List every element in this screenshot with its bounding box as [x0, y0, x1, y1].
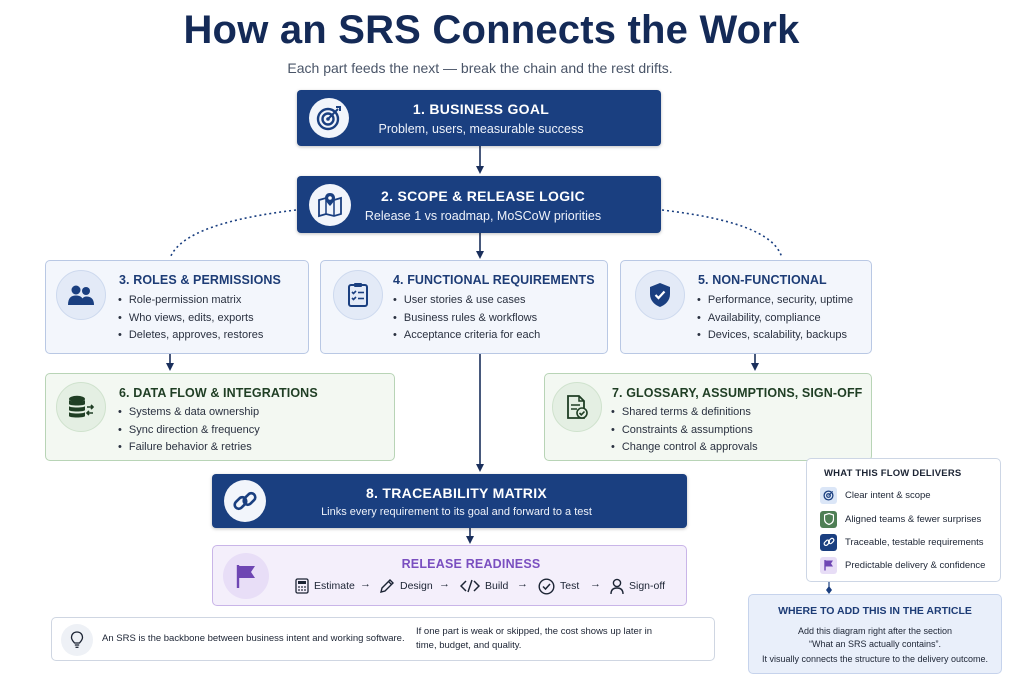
database-sync-icon	[56, 382, 106, 432]
delivers-item: Clear intent & scope	[820, 486, 931, 504]
list-item: Constraints & assumptions	[611, 422, 758, 440]
traceability-subtitle: Links every requirement to its goal and …	[321, 506, 592, 518]
where-to-add-panel: WHERE TO ADD THIS IN THE ARTICLE Add thi…	[748, 594, 1002, 674]
lightbulb-icon	[61, 624, 93, 656]
document-check-icon	[552, 382, 602, 432]
traceability-title: 8. TRACEABILITY MATRIX	[365, 485, 548, 501]
functional-list: User stories & use cases Business rules …	[393, 292, 540, 345]
step-arrow: →	[517, 578, 528, 590]
checklist-icon	[333, 270, 383, 320]
list-item: Deletes, approves, restores	[118, 327, 264, 345]
functional-card: 4. FUNCTIONAL REQUIREMENTS User stories …	[320, 260, 608, 354]
map-pin-icon	[309, 184, 351, 226]
scope-box: 2. SCOPE & RELEASE LOGIC Release 1 vs ro…	[297, 176, 661, 233]
list-item: Who views, edits, exports	[118, 310, 263, 328]
delivers-item: Traceable, testable requirements	[820, 533, 984, 551]
calculator-icon	[295, 578, 309, 594]
functional-title: 4. FUNCTIONAL REQUIREMENTS	[393, 273, 595, 287]
roles-list: Role-permission matrix Who views, edits,…	[118, 292, 264, 345]
glossary-card: 7. GLOSSARY, ASSUMPTIONS, SIGN-OFF Share…	[544, 373, 872, 461]
shield-icon	[820, 510, 837, 528]
link-icon	[224, 480, 266, 522]
step-label: Test	[560, 580, 580, 592]
page-title: How an SRS Connects the Work	[183, 8, 800, 52]
shield-icon	[635, 270, 685, 320]
delivers-label: Predictable delivery & confidence	[845, 559, 986, 571]
connector-diamond	[826, 586, 832, 594]
dotted-scope-to-roles	[169, 209, 297, 259]
step-arrow: →	[439, 578, 450, 590]
person-icon	[610, 578, 624, 594]
dotted-scope-to-nonfunctional	[661, 209, 783, 259]
delivers-panel: WHAT THIS FLOW DELIVERS Clear intent & s…	[806, 458, 1001, 582]
release-title: RELEASE READINESS	[401, 557, 541, 571]
step-arrow: →	[590, 578, 601, 590]
dataflow-title: 6. DATA FLOW & INTEGRATIONS	[119, 386, 318, 400]
nonfunctional-title: 5. NON-FUNCTIONAL	[698, 273, 827, 287]
delivers-title: WHAT THIS FLOW DELIVERS	[824, 468, 962, 479]
where-line-3: It visually connects the structure to th…	[761, 654, 989, 664]
backbone-note: An SRS is the backbone between business …	[51, 617, 715, 661]
note-left-text: An SRS is the backbone between business …	[102, 633, 405, 644]
flag-icon	[223, 553, 269, 599]
list-item: Acceptance criteria for each	[393, 327, 540, 345]
glossary-title: 7. GLOSSARY, ASSUMPTIONS, SIGN-OFF	[612, 386, 863, 400]
step-label: Estimate	[314, 580, 355, 592]
list-item: Shared terms & definitions	[611, 404, 758, 422]
list-item: Failure behavior & retries	[118, 439, 260, 457]
pencil-icon	[380, 579, 394, 593]
list-item: Performance, security, uptime	[697, 292, 853, 310]
roles-title: 3. ROLES & PERMISSIONS	[119, 273, 281, 287]
list-item: Devices, scalability, backups	[697, 327, 853, 345]
list-item: User stories & use cases	[393, 292, 540, 310]
scope-title: 2. SCOPE & RELEASE LOGIC	[380, 188, 585, 204]
check-circle-icon	[538, 577, 555, 595]
release-step-signoff: Sign-off	[610, 576, 665, 596]
delivers-item: Aligned teams & fewer surprises	[820, 510, 981, 528]
delivers-label: Traceable, testable requirements	[845, 536, 984, 548]
target-icon	[309, 98, 349, 138]
release-step-build: Build	[460, 576, 508, 596]
users-icon	[56, 270, 106, 320]
glossary-list: Shared terms & definitions Constraints &…	[611, 404, 758, 457]
where-title: WHERE TO ADD THIS IN THE ARTICLE	[778, 605, 972, 617]
dataflow-card: 6. DATA FLOW & INTEGRATIONS Systems & da…	[45, 373, 395, 461]
list-item: Sync direction & frequency	[118, 422, 260, 440]
nonfunctional-card: 5. NON-FUNCTIONAL Performance, security,…	[620, 260, 872, 354]
delivers-label: Aligned teams & fewer surprises	[845, 513, 982, 525]
business-goal-box: 1. BUSINESS GOAL Problem, users, measura…	[297, 90, 661, 146]
delivers-label: Clear intent & scope	[845, 489, 931, 501]
list-item: Systems & data ownership	[118, 404, 260, 422]
step-label: Sign-off	[629, 580, 665, 592]
nonfunctional-list: Performance, security, uptime Availabili…	[697, 292, 853, 345]
release-readiness-box: RELEASE READINESS Estimate → Design → Bu…	[212, 545, 687, 606]
target-icon	[820, 486, 837, 504]
list-item: Business rules & workflows	[393, 310, 540, 328]
link-icon	[820, 533, 837, 551]
page-subtitle: Each part feeds the next — break the cha…	[287, 60, 673, 76]
note-right-line-1: If one part is weak or skipped, the cost…	[416, 626, 653, 637]
release-step-design: Design	[379, 576, 433, 596]
where-line-2: “What an SRS actually contains”.	[808, 639, 942, 649]
code-icon	[460, 579, 480, 593]
delivers-item: Predictable delivery & confidence	[820, 556, 985, 574]
note-right-line-2: time, budget, and quality.	[416, 640, 522, 651]
step-label: Build	[485, 580, 509, 592]
business-goal-subtitle: Problem, users, measurable success	[378, 122, 584, 136]
business-goal-title: 1. BUSINESS GOAL	[412, 101, 550, 117]
dataflow-list: Systems & data ownership Sync direction …	[118, 404, 260, 457]
flag-icon	[820, 556, 837, 574]
traceability-box: 8. TRACEABILITY MATRIX Links every requi…	[212, 474, 687, 528]
release-step-estimate: Estimate	[295, 576, 355, 596]
step-label: Design	[400, 580, 433, 592]
list-item: Availability, compliance	[697, 310, 853, 328]
scope-subtitle: Release 1 vs roadmap, MoSCoW priorities	[364, 209, 602, 223]
roles-card: 3. ROLES & PERMISSIONS Role-permission m…	[45, 260, 309, 354]
list-item: Change control & approvals	[611, 439, 758, 457]
list-item: Role-permission matrix	[118, 292, 263, 310]
where-line-1: Add this diagram right after the section	[797, 626, 953, 636]
release-step-test: Test	[538, 576, 579, 596]
step-arrow: →	[360, 578, 371, 590]
